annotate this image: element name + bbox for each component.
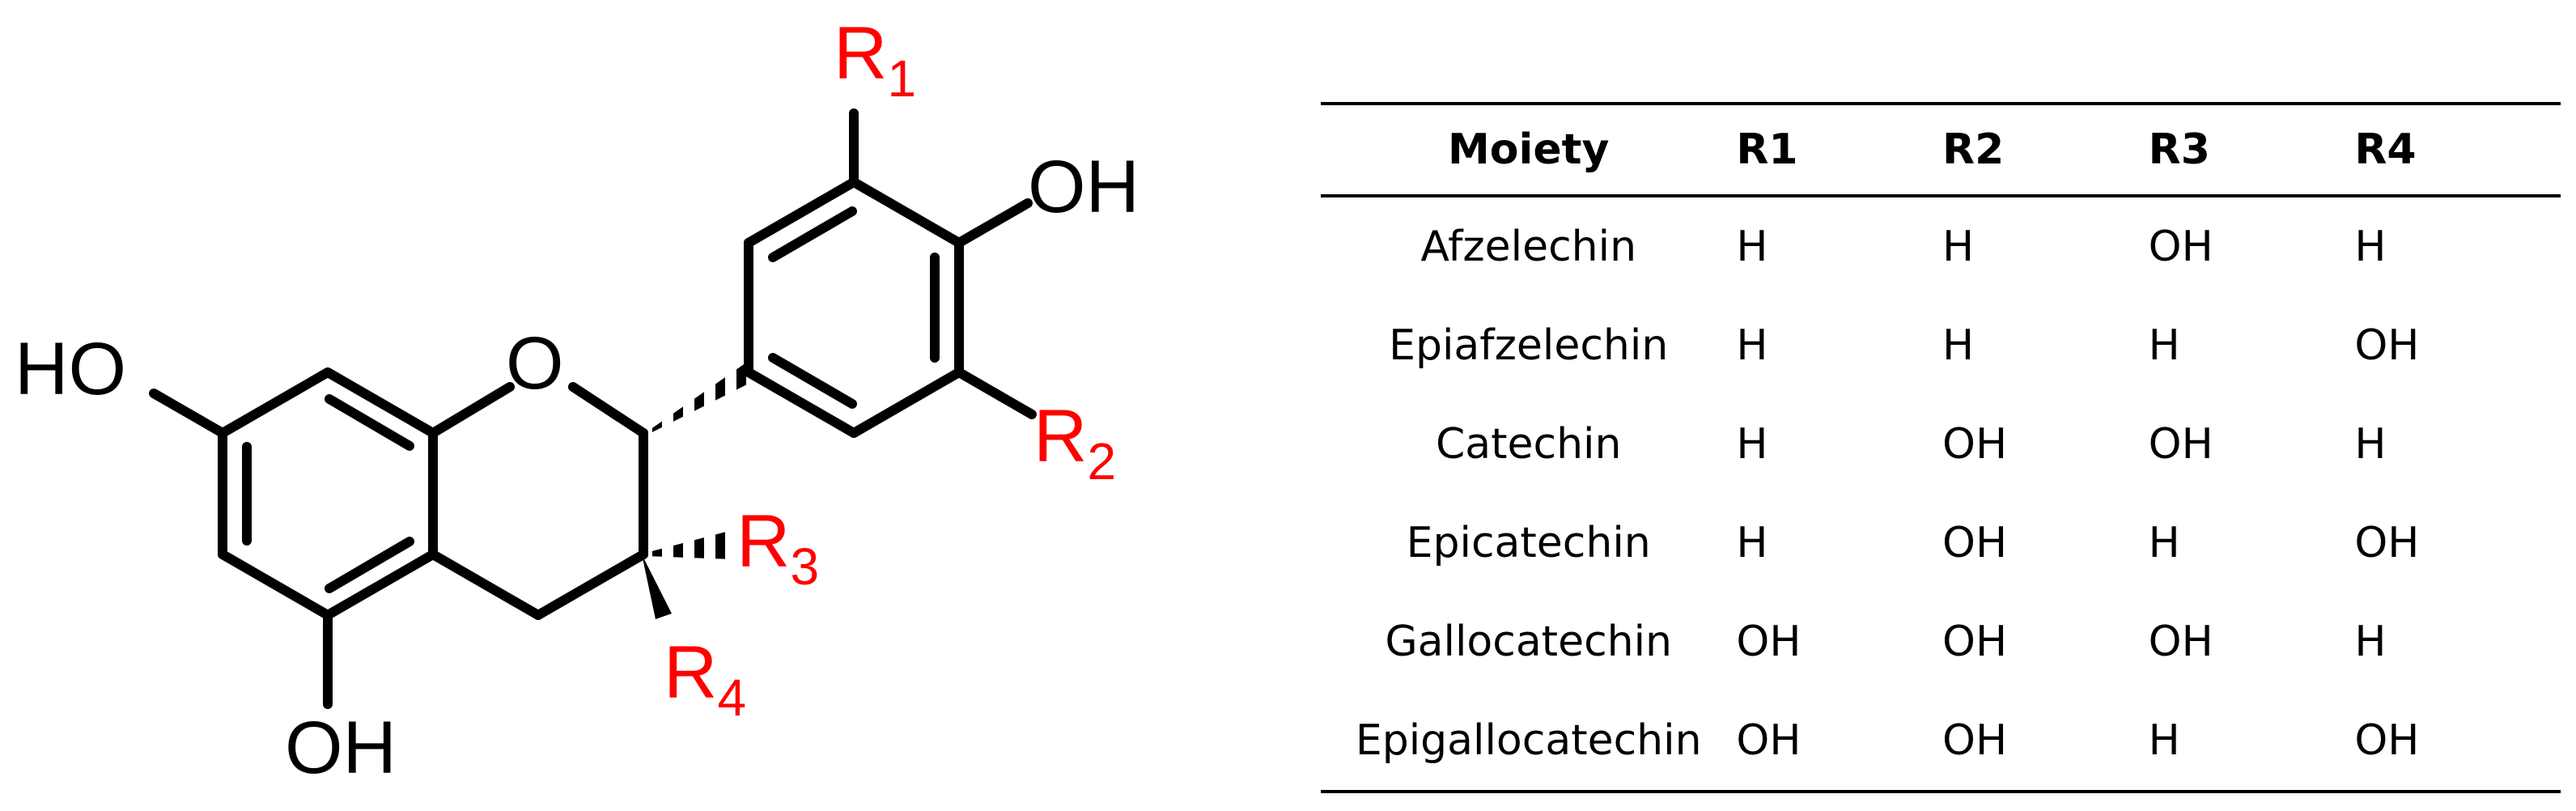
header-r1: R1 (1736, 125, 1798, 174)
table-row: Gallocatechin OH OH OH H (1321, 592, 2561, 691)
cell-r4: OH (2354, 519, 2420, 567)
cell-r1: H (1736, 420, 1768, 469)
cell-r2: OH (1942, 618, 2008, 666)
r1-label: R1 (834, 12, 916, 108)
header-moiety: Moiety (1448, 125, 1610, 174)
cell-r1: H (1736, 519, 1768, 567)
moiety-name: Afzelechin (1420, 223, 1637, 271)
cell-r1: H (1736, 321, 1768, 370)
cell-r4: H (2354, 223, 2387, 271)
table-row: Epigallocatechin OH OH H OH (1321, 691, 2561, 792)
oh-right-label: OH (1028, 146, 1139, 228)
cell-r2: OH (1942, 716, 2008, 765)
ho-left-label: HO (15, 328, 126, 410)
cell-r2: H (1942, 321, 1975, 370)
cell-r4: H (2354, 618, 2387, 666)
cell-r3: OH (2148, 618, 2213, 666)
moiety-name: Epicatechin (1406, 519, 1651, 567)
header-r4: R4 (2354, 125, 2417, 174)
r3-label: R3 (736, 500, 819, 596)
cell-r3: H (2148, 519, 2180, 567)
cell-r3: H (2148, 716, 2180, 765)
cell-r1: OH (1736, 716, 1802, 765)
header-r2: R2 (1942, 125, 2005, 174)
cell-r4: OH (2354, 716, 2420, 765)
table-header-row: Moiety R1 R2 R3 R4 (1321, 104, 2561, 196)
moiety-name: Gallocatechin (1385, 618, 1673, 666)
hashed-wedge-bond-r3 (646, 530, 732, 559)
moiety-table-container: Moiety R1 R2 R3 R4 Afzelechin H H OH H E… (1321, 102, 2561, 793)
cell-r4: H (2354, 420, 2387, 469)
cell-r2: OH (1942, 420, 2008, 469)
flavan-3-ol-structure: HO O OH OH R1 R2 R3 R4 (15, 12, 1139, 789)
ring-c (428, 382, 648, 620)
moiety-name: Epiafzelechin (1389, 321, 1669, 370)
r4-label: R4 (664, 631, 746, 727)
header-r3: R3 (2148, 125, 2210, 174)
cell-r2: OH (1942, 519, 2008, 567)
table-row: Afzelechin H H OH H (1321, 196, 2561, 296)
cell-r3: H (2148, 321, 2180, 370)
hashed-wedge-bond (647, 361, 749, 435)
table-row: Epiafzelechin H H H OH (1321, 296, 2561, 395)
moiety-name: Epigallocatechin (1355, 716, 1702, 765)
moiety-name: Catechin (1435, 420, 1622, 469)
r2-label: R2 (1033, 395, 1116, 490)
cell-r3: OH (2148, 223, 2213, 271)
moiety-table: Moiety R1 R2 R3 R4 Afzelechin H H OH H E… (1321, 102, 2561, 793)
ring-a (218, 367, 438, 620)
oh-bottom-label: OH (285, 707, 397, 789)
ring-oxygen-label: O (506, 322, 564, 405)
cell-r1: H (1736, 223, 1768, 271)
substituent-bonds (149, 108, 1037, 709)
cell-r3: OH (2148, 420, 2213, 469)
cell-r2: H (1942, 223, 1975, 271)
table-row: Catechin H OH OH H (1321, 395, 2561, 494)
cell-r4: OH (2354, 321, 2420, 370)
ring-b (744, 177, 964, 438)
cell-r1: OH (1736, 618, 1802, 666)
bold-wedge-bond-r4 (642, 554, 672, 619)
table-row: Epicatechin H OH H OH (1321, 494, 2561, 592)
